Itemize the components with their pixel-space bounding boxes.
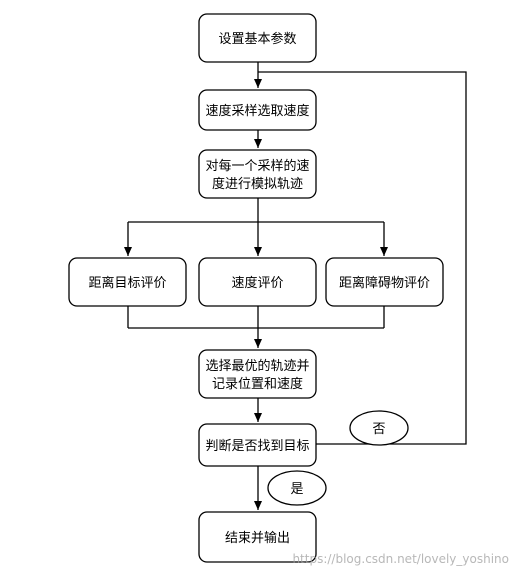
node-eval-goal-label: 距离目标评价 — [88, 275, 166, 291]
label-no-text: 否 — [372, 422, 385, 437]
node-eval-obstacle-label: 距离障碍物评价 — [339, 275, 430, 291]
label-no: 否 — [349, 410, 409, 446]
node-setup-label: 设置基本参数 — [218, 31, 296, 47]
node-end: 结束并输出 — [198, 511, 317, 563]
node-select-label-1: 选择最优的轨迹并 — [205, 358, 309, 374]
node-select-label-2: 记录位置和速度 — [212, 376, 303, 392]
node-sample: 速度采样选取速度 — [198, 89, 317, 131]
node-eval-goal: 距离目标评价 — [68, 257, 187, 307]
node-sample-label: 速度采样选取速度 — [205, 103, 309, 119]
node-eval-obstacle: 距离障碍物评价 — [325, 257, 444, 307]
watermark: https://blog.csdn.net/lovely_yoshino — [292, 552, 509, 566]
node-eval-speed-label: 速度评价 — [231, 275, 283, 291]
node-simulate-label-2: 度进行模拟轨迹 — [212, 176, 303, 192]
node-judge: 判断是否找到目标 — [198, 423, 317, 467]
node-judge-label: 判断是否找到目标 — [205, 439, 309, 454]
node-eval-speed: 速度评价 — [198, 257, 317, 307]
node-select: 选择最优的轨迹并 记录位置和速度 — [198, 349, 317, 399]
label-yes: 是 — [267, 470, 327, 506]
node-simulate: 对每一个采样的速 度进行模拟轨迹 — [198, 149, 317, 199]
node-setup: 设置基本参数 — [198, 13, 317, 63]
node-end-label: 结束并输出 — [225, 530, 290, 546]
node-simulate-label-1: 对每一个采样的速 — [205, 158, 309, 174]
label-yes-text: 是 — [290, 482, 303, 497]
